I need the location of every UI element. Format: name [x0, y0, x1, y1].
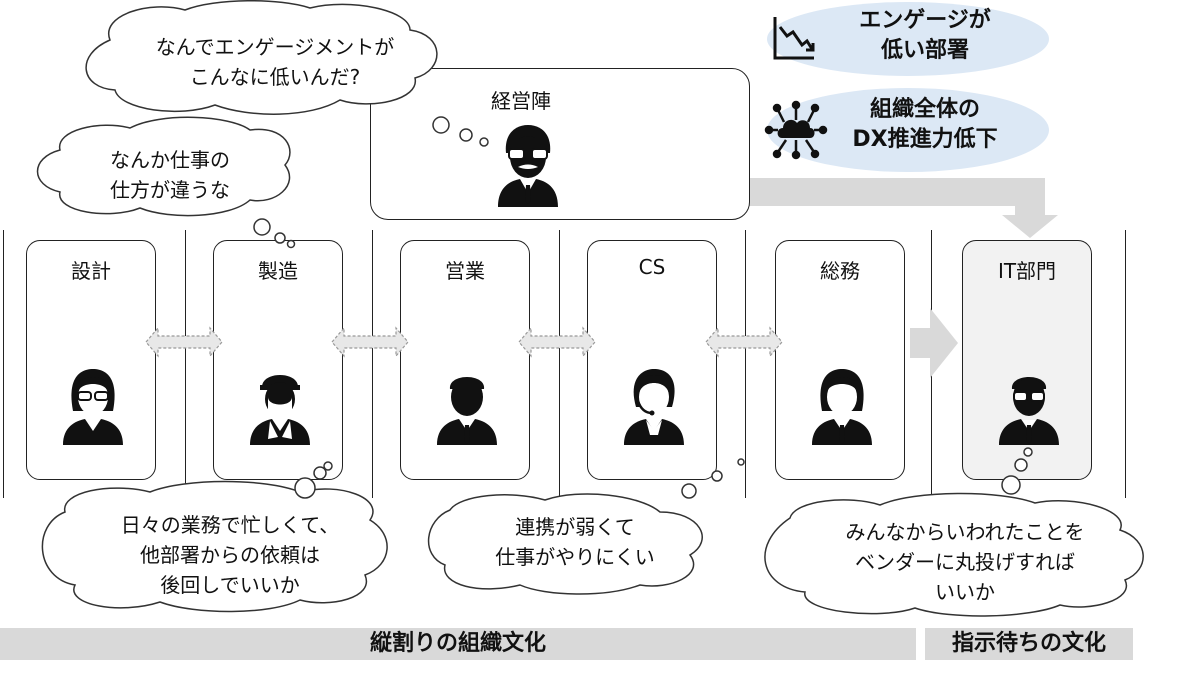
thought-it: みんなからいわれたことを ベンダーに丸投げすれば いいか	[800, 517, 1130, 607]
department-label: 総務	[820, 259, 860, 283]
impact-engagement	[767, 2, 1049, 76]
band-silo-culture: 縦割りの組織文化	[0, 628, 916, 660]
network-cloud-icon	[764, 100, 828, 160]
department-label: 製造	[258, 259, 298, 283]
thought-line: みんなからいわれたことを	[845, 520, 1085, 544]
thought-line: 日々の業務で忙しくて、	[120, 513, 340, 537]
thought-line: 後回しでいいか	[160, 573, 300, 597]
band-waiting-culture: 指示待ちの文化	[925, 628, 1133, 660]
column-divider	[1125, 230, 1126, 498]
female-person-icon	[63, 369, 123, 445]
column-divider	[372, 230, 373, 498]
male-person-icon	[437, 377, 497, 445]
thought-line: こんなに低いんだ?	[189, 65, 361, 89]
column-divider	[559, 230, 560, 498]
executive-box: 経営陣	[370, 68, 750, 220]
thought-line: いいか	[935, 580, 995, 604]
impact-engagement-text: エンゲージが 低い部署	[815, 6, 1035, 66]
thought-weak-link: 連携が弱くて 仕事がやりにくい	[455, 512, 695, 572]
department-label: IT部門	[997, 259, 1057, 283]
impact-dx-text: 組織全体の DX推進力低下	[815, 95, 1035, 155]
operator-person-icon	[624, 369, 684, 445]
department-label: 設計	[71, 259, 111, 283]
worker-person-icon	[250, 375, 310, 445]
department-box-sales: 営業	[400, 240, 530, 480]
department-label: CS	[638, 255, 666, 279]
department-box-general-affairs: 総務	[775, 240, 905, 480]
thought-line: なんでエンゲージメントが	[155, 35, 395, 59]
department-box-manufacturing: 製造	[213, 240, 343, 480]
department-box-design: 設計	[26, 240, 156, 480]
female-person-icon	[812, 369, 872, 445]
department-label: 営業	[445, 259, 485, 283]
thought-busy: 日々の業務で忙しくて、 他部署からの依頼は 後回しでいいか	[80, 510, 380, 600]
executive-label: 経営陣	[491, 89, 551, 113]
department-box-cs: CS	[587, 240, 717, 480]
thought-line: 連携が弱くて	[515, 515, 635, 539]
thought-line: 仕事がやりにくい	[495, 545, 655, 569]
column-divider	[3, 230, 4, 498]
thought-design: なんか仕事の 仕方が違うな	[60, 145, 280, 205]
impact-line: 組織全体の	[869, 97, 980, 122]
executive-person-icon	[498, 125, 558, 207]
thought-line: 他部署からの依頼は	[140, 543, 320, 567]
impact-line: エンゲージが	[859, 8, 991, 33]
thought-line: 仕方が違うな	[110, 178, 230, 202]
impact-line: DX推進力低下	[852, 127, 998, 152]
department-box-it: IT部門	[962, 240, 1092, 480]
thought-line: なんか仕事の	[110, 148, 230, 172]
column-divider	[185, 230, 186, 498]
thought-exec: なんでエンゲージメントが こんなに低いんだ?	[110, 32, 440, 92]
column-divider	[745, 230, 746, 498]
chart-down-icon	[773, 17, 815, 60]
impact-line: 低い部署	[880, 38, 969, 63]
thought-line: ベンダーに丸投げすれば	[855, 550, 1075, 574]
it-person-icon	[999, 377, 1059, 445]
